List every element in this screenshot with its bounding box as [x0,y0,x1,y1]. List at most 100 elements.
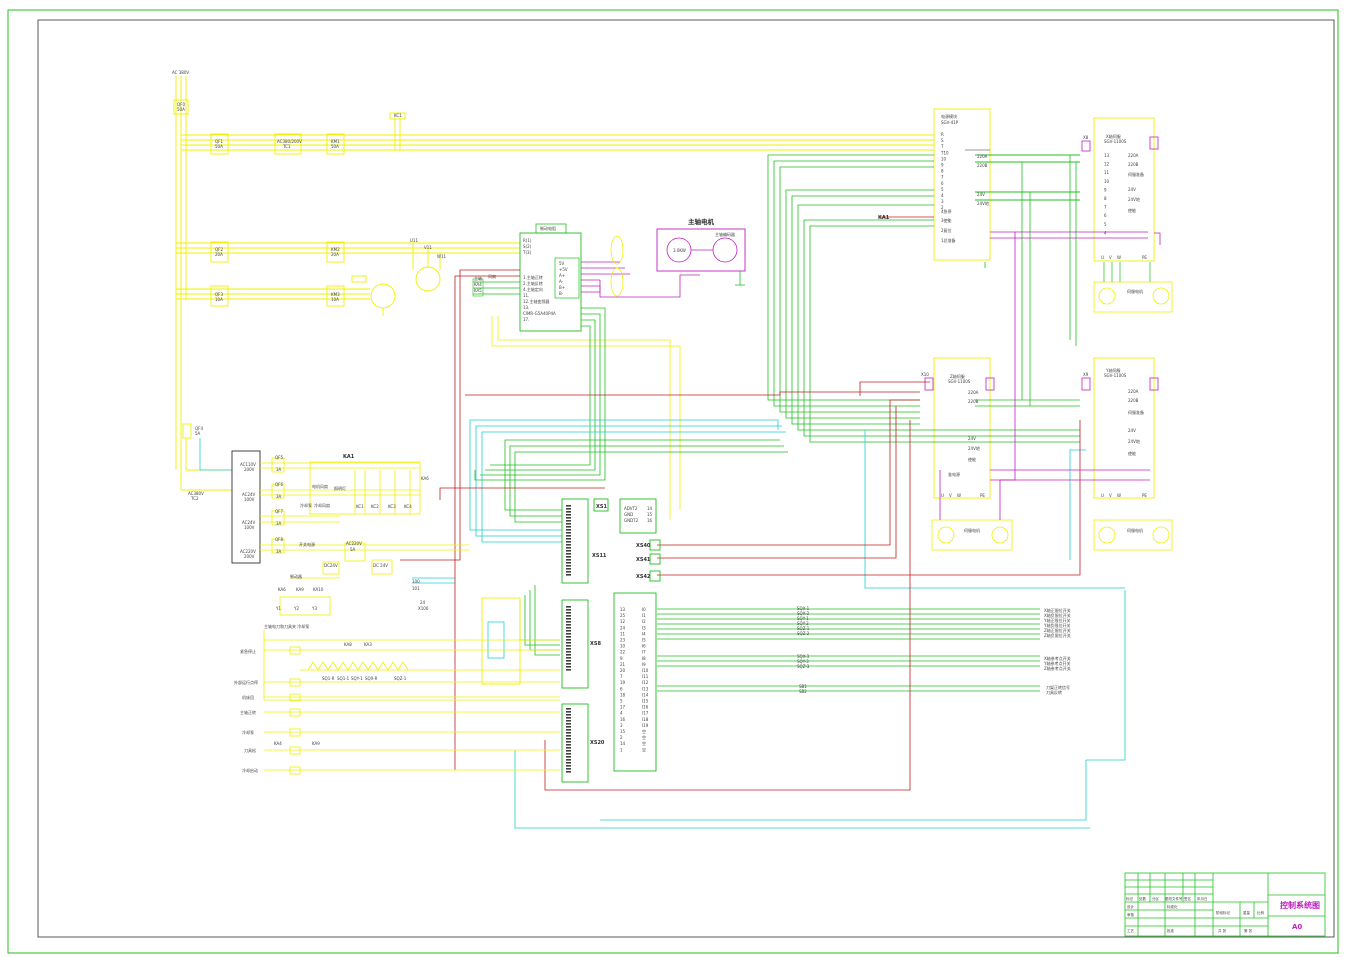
io-right-23: 空 [642,746,646,752]
qf8-r: 3A [276,549,282,554]
xs8-pin-21 [566,669,571,671]
tb-row-4: 签名 [1184,896,1191,901]
drive-z-motor: 伺服电机 [964,527,980,533]
io-right-14: I14 [642,692,649,697]
xs8-pin-12 [566,642,571,644]
qf6: QF6 [275,482,283,487]
dy-r2: 伺服准备 [1128,409,1144,415]
dy-r3: 24V [1128,428,1136,433]
drive-y [1081,357,1173,551]
io-left-22: 14 [620,741,626,746]
pm-row-12: 2 [941,205,944,210]
xs8-pin-8 [566,630,571,632]
qf3-rating: 10A [215,297,223,302]
dz-b0: U [941,493,944,498]
pm-mid-1: 220B [977,163,988,168]
io-right-1: I1 [642,613,646,618]
drive-x [1081,117,1173,313]
tc1-line2: TC1 [282,144,291,149]
pm-title-2: SGV-41P [941,120,959,125]
ctrl-note: 主轴电刀和刀具夹 冷却泵 [264,623,309,629]
xs20-pin-20 [566,768,571,770]
tap-2-l2: 100V [244,525,255,530]
input-1: 外部运行点停 [234,679,258,685]
xs20-pin-11 [566,741,571,743]
dx-b2: W [1117,255,1121,260]
qf3-name: QF3 [215,292,223,297]
tc2-l2: TC2 [190,496,199,501]
dy-b2: W [1117,493,1121,498]
tb-stage-0: 阶段标记 [1216,910,1231,915]
xs20-pin-17 [566,759,571,761]
io-left-14: 18 [620,692,626,697]
dy-b0: U [1101,493,1104,498]
cnc-pin-dots [566,505,571,773]
pm-mid-3: 24V地 [977,200,989,206]
input-0: 紧急停止 [240,648,256,654]
tap-1-l2: 100V [244,497,255,502]
qf4-rating: 5A [195,431,201,436]
xs42-label: XS42 [636,574,651,580]
pm-row-3: T10 [940,150,949,155]
xs8-pin-15 [566,651,571,653]
dx-pin-3: 10 [1104,179,1110,184]
sd-right-pins: 5V +5V A+ A- B+ B- [559,261,568,296]
xs11-pin-8 [566,529,571,531]
dx-pin-9: 4 [1104,230,1107,235]
qf7-r: 3A [276,521,282,526]
xs20-pin-0 [566,708,571,710]
cnc-pp-0: ADVT2 [624,506,638,511]
psu-out: 5A [350,547,356,552]
sw-b-2: SQZ-3 [797,664,810,669]
drawing-title: 控制系统图 [1280,900,1320,910]
io-left-15: 5 [620,699,623,704]
io-right-11: I11 [642,674,649,679]
xs8-pin-3 [566,615,571,617]
cnc-pn-0: 14 [647,506,653,511]
qf0-name: QF0 [177,102,185,107]
main-power-section [173,76,934,491]
psu-label: 开关电源 [299,541,315,547]
input-ka3: KA3 [364,642,372,647]
sd-input-s: S(2) [523,244,532,249]
drive-x-tag: X8 [1083,135,1089,140]
dx-pin-8: 5 [1104,222,1107,227]
note-c-1: 刀具反转 [1046,689,1062,695]
dz-r1: 220B [968,399,979,404]
km1-name: KM1 [331,139,340,144]
dx-r2: 伺服准备 [1128,171,1144,177]
term-101: 101 [412,586,420,591]
io-right-7: I7 [642,650,646,655]
input-ka8: KA8 [344,642,352,647]
xs20-pin-21 [566,771,571,773]
note-b-0: X轴参考点开关 [1044,655,1071,661]
sw-a-5: SQZ-2 [797,631,810,636]
input-5: 刀具松 [244,747,256,753]
sw-c-0: SB1 [799,684,807,689]
drive-z-tag: X10 [921,372,929,377]
input-6: 冷却启动 [242,767,258,773]
sd-rp-2: A+ [559,273,565,278]
io-right-12: I12 [642,680,649,685]
xs11-pin-23 [566,574,571,576]
dx-pin-0: 13 [1104,153,1110,158]
sw-b-0: SQX-3 [797,654,810,659]
sd-pin-13: 13. [523,305,529,310]
xs20-label: XS20 [590,740,605,746]
sd-pin-11: 11. [523,293,529,298]
tap-3-l1: AC220V [240,549,256,554]
xs20-pin-7 [566,729,571,731]
xs8-pin-13 [566,645,571,647]
dx-pin-5: 8 [1104,196,1107,201]
tc2-l1: AC380V [188,491,204,496]
pm-row-8: 6 [941,181,944,186]
xs8-pin-7 [566,627,571,629]
sd-rp-4: B+ [559,285,565,290]
note-b-2: Z轴参考点开关 [1044,665,1071,671]
io-left-8: 9 [620,656,623,661]
sd-pin-17: 17. [523,317,529,322]
km2-rating: 20A [331,252,339,257]
note-a-2: Y轴正限位开关 [1043,617,1070,623]
